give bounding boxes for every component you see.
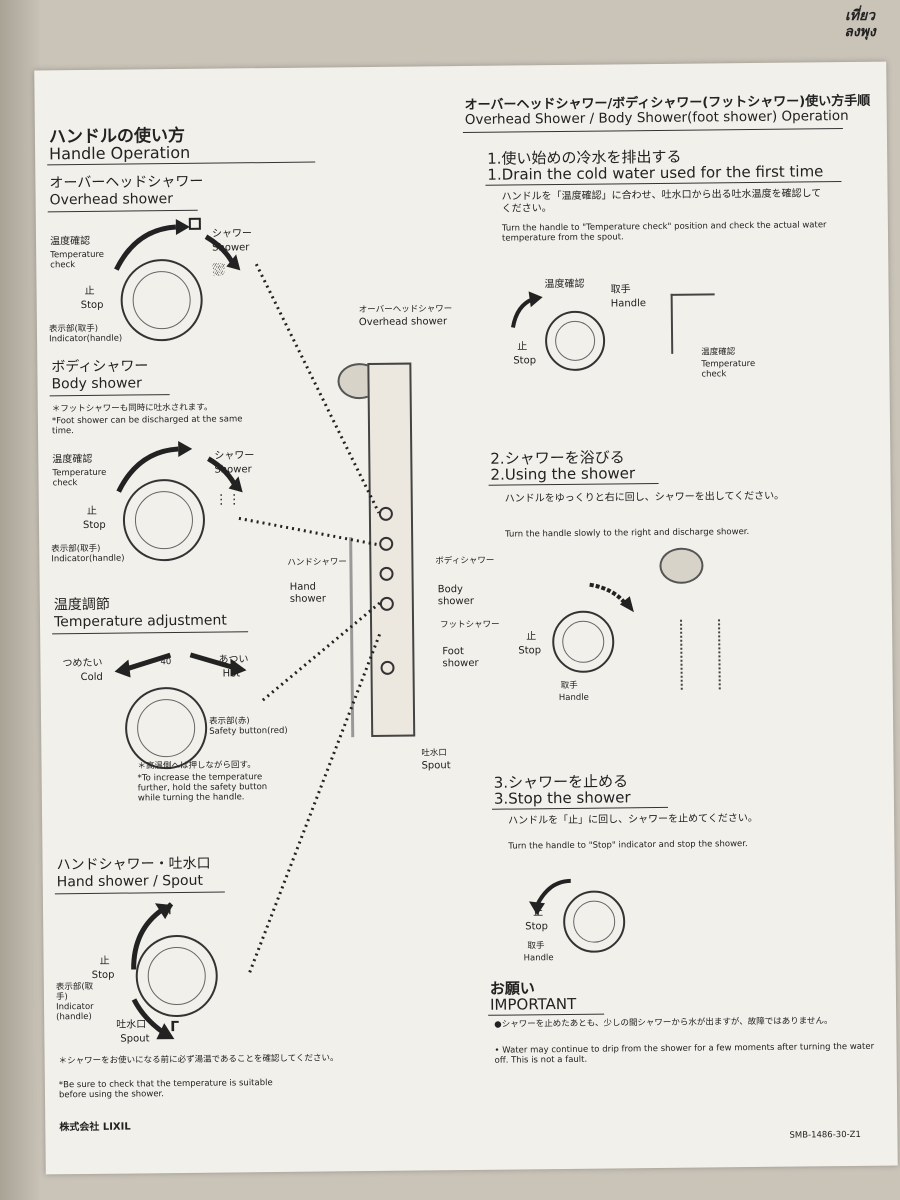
step3-handle-en: Handle <box>523 953 554 964</box>
step1-desc-jp: ハンドルを「温度確認」に合わせ、吐水口から出る吐水温度を確認してください。 <box>501 188 822 215</box>
instruction-sheet: ハンドルの使い方 Handle Operation オーバーヘッドシャワー Ov… <box>34 61 898 1175</box>
step1-handle-en: Handle <box>610 298 647 310</box>
body-arrows-icon <box>116 441 243 493</box>
important-underline <box>488 1013 605 1016</box>
step2-arrow-icon <box>589 582 634 613</box>
temp-arrows-icon <box>114 652 247 678</box>
step1-handle-jp: 取手 <box>610 284 631 296</box>
hand-note-en: *Be sure to check that the temperature i… <box>58 1078 273 1101</box>
step1-handle-knob <box>544 310 606 372</box>
maker-name: 株式会社 LIXIL <box>59 1121 131 1134</box>
step2-water-spray <box>680 619 721 690</box>
watermark-line-2: ลงพุง <box>844 24 876 40</box>
hand-spout-jp: 吐水口 <box>116 1019 147 1031</box>
step2-handle-knob <box>551 610 615 674</box>
important-title-en: IMPORTANT <box>489 994 577 1014</box>
wall-background <box>0 0 40 1200</box>
hand-note-jp: ＊シャワーをお使いになる前に必ず湯温であることを確認してください。 <box>58 1053 339 1067</box>
right-heading-en: Overhead Shower / Body Shower(foot showe… <box>464 107 849 128</box>
spout-icon: Γ <box>170 1019 180 1036</box>
hand-spout-en: Spout <box>120 1033 150 1045</box>
step1-stop-jp: 止 <box>517 341 528 353</box>
document-code: SMB-1486-30-Z1 <box>789 1129 861 1141</box>
step2-handle-jp: 取手 <box>560 680 578 692</box>
step2-title-en: 2.Using the shower <box>490 464 636 484</box>
step3-stop-jp: 止 <box>533 907 544 919</box>
right-heading-underline <box>462 128 843 134</box>
step3-desc-en: Turn the handle to "Stop" indicator and … <box>508 839 748 852</box>
hand-arrows-icon <box>131 903 175 1040</box>
spout-illustration <box>670 293 716 354</box>
step2-stop-en: Stop <box>518 645 542 657</box>
step2-handle-en: Handle <box>558 692 589 704</box>
step3-arrow-icon <box>528 878 571 916</box>
step2-desc-jp: ハンドルをゆっくりと右に回し、シャワーを出してください。 <box>504 490 785 505</box>
step1-temp-check2-jp: 温度確認 <box>701 347 736 358</box>
step2-stop-jp: 止 <box>526 631 537 643</box>
step3-desc-jp: ハンドルを「止」に回し、シャワーを止めてください。 <box>508 812 758 827</box>
important-note-jp: ●シャワーを止めたあとも、少しの間シャワーから水が出ますが、故障ではありません。 <box>494 1016 833 1030</box>
step1-temp-check-jp: 温度確認 <box>544 278 585 291</box>
leader-lines <box>238 263 382 973</box>
step1-desc-en: Turn the handle to "Temperature check" p… <box>501 220 827 244</box>
step3-stop-en: Stop <box>525 921 549 933</box>
step2-desc-en: Turn the handle slowly to the right and … <box>505 527 750 540</box>
step3-title-en: 3.Stop the shower <box>493 788 631 808</box>
step2-shower-head <box>659 547 704 584</box>
step1-arrow-icon <box>510 291 543 328</box>
step1-title-en: 1.Drain the cold water used for the firs… <box>487 162 824 184</box>
important-note-en: • Water may continue to drip from the sh… <box>494 1041 875 1066</box>
step1-temp-check2-en: Temperature check <box>701 358 756 380</box>
hand-indicator-en: Indicator (handle) <box>56 1001 94 1023</box>
overhead-arrows-icon <box>114 217 241 271</box>
step3-handle-jp: 取手 <box>527 941 545 952</box>
watermark-line-1: เที่ยว <box>844 8 876 24</box>
step1-stop-en: Stop <box>513 355 537 367</box>
watermark-logo: เที่ยว ลงพุง <box>830 8 890 54</box>
